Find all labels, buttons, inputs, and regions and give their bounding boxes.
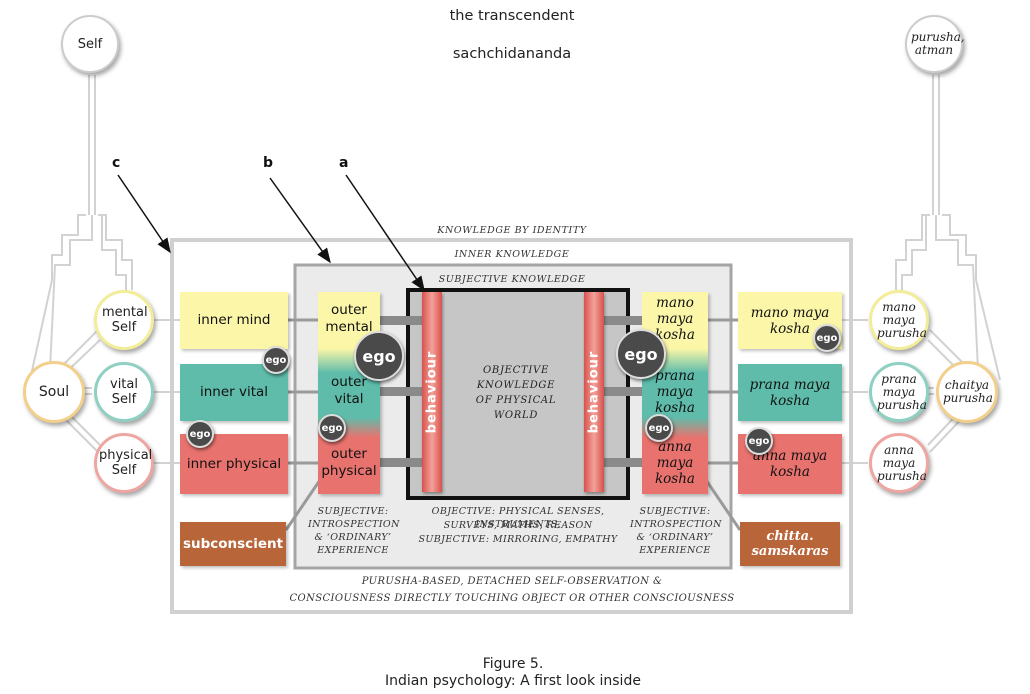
ego-kosha-large: ego: [616, 329, 666, 379]
physical-self-label: physical Self: [99, 448, 153, 478]
inner-prana-maya-kosha-label: prana maya kosha: [655, 368, 695, 416]
mental-self-circle: mental Self: [94, 290, 154, 350]
ego-kosha-vital: ego: [645, 414, 673, 442]
ego-outer-large-label: ego: [362, 346, 396, 366]
vital-self-circle: vital Self: [94, 362, 154, 422]
chaitya-purusha-label: chaitya purusha: [943, 378, 993, 405]
arrow-c: [117, 174, 171, 254]
chitta-samskaras-label: chitta. samskaras: [751, 529, 829, 559]
objective-knowledge-label: Objective knowledge of physical world: [475, 365, 557, 421]
ego-inner-mind-label: ego: [265, 354, 287, 366]
behaviour-bar-left: behaviour: [422, 292, 442, 492]
inner-vital-box: inner vital: [180, 364, 288, 421]
objective-note-line2: surveys, maths, reason: [443, 520, 593, 531]
inner-anna-maya-kosha-label: anna maya kosha: [655, 439, 695, 487]
bottom-note-line1: Purusha-based, detached self-observation…: [361, 576, 663, 587]
mental-self-label: mental Self: [102, 305, 148, 335]
anna-maya-purusha-circle: anna maya purusha: [869, 433, 929, 493]
behaviour-left-label: behaviour: [424, 350, 440, 434]
objective-note-line1: Objective: physical senses, instruments,: [431, 506, 605, 530]
inner-connectors: [284, 318, 742, 531]
purusha-atman-circle: purusha, atman: [905, 15, 965, 73]
inner-vital-label: inner vital: [199, 384, 269, 400]
left-subjective-note: Subjective: introspection & ‘ordinary’ e…: [308, 506, 400, 556]
behaviour-connectors: [380, 316, 642, 467]
outer-mental-label: outer mental: [325, 302, 373, 335]
ego-kosha-large-label: ego: [624, 344, 658, 364]
mano-maya-kosha-label: mano maya kosha: [750, 304, 830, 337]
ego-outer-vital-label: ego: [321, 422, 343, 434]
outer-vital-label: outer vital: [331, 374, 367, 407]
ego-anna-maya-kosha: ego: [745, 427, 773, 455]
behaviour-bar-right: behaviour: [584, 292, 604, 492]
mano-maya-purusha-label: mano maya purusha: [877, 299, 927, 340]
self-circle: Self: [61, 15, 119, 73]
prana-maya-purusha-label: prana maya purusha: [877, 371, 927, 412]
prana-maya-kosha-label: prana maya kosha: [749, 376, 831, 409]
figure-number: Figure 5.: [482, 656, 544, 672]
label-a: a: [339, 155, 349, 171]
ego-outer-large: ego: [354, 331, 404, 381]
transcendent-label: the transcendent: [449, 8, 575, 24]
bottom-note-line2: consciousness directly touching object o…: [289, 593, 735, 604]
ego-mano-maya-kosha: ego: [813, 324, 841, 352]
subconscient-label: subconscient: [182, 536, 284, 552]
chaitya-purusha-circle: chaitya purusha: [936, 361, 998, 423]
ego-inner-mind: ego: [262, 346, 290, 374]
inner-physical-box: inner physical: [180, 434, 288, 494]
ego-kosha-vital-label: ego: [648, 422, 670, 434]
prana-maya-purusha-circle: prana maya purusha: [869, 362, 929, 422]
mano-maya-purusha-circle: mano maya purusha: [869, 290, 929, 350]
behaviour-right-label: behaviour: [586, 350, 602, 434]
right-subjective-note: Subjective: introspection & ‘ordinary’ e…: [630, 506, 722, 556]
ego-inner-physical-label: ego: [189, 428, 211, 440]
ego-inner-physical: ego: [186, 420, 214, 448]
physical-self-circle: physical Self: [94, 433, 154, 493]
arrow-a: [345, 174, 425, 292]
label-b: b: [263, 155, 274, 171]
ego-mano-maya-kosha-label: ego: [816, 332, 838, 344]
inner-knowledge-label: Inner knowledge: [454, 249, 570, 260]
sachchidananda-label: sachchidananda: [452, 46, 572, 62]
label-c: c: [112, 155, 121, 171]
soul-circle: Soul: [23, 361, 85, 423]
inner-mind-label: inner mind: [197, 312, 271, 328]
ego-anna-maya-kosha-label: ego: [748, 435, 770, 447]
inner-mind-box: inner mind: [180, 292, 288, 349]
inner-mano-maya-kosha-label: mano maya kosha: [655, 295, 695, 343]
soul-label: Soul: [38, 383, 70, 400]
knowledge-by-identity-label: Knowledge by identity: [437, 225, 587, 236]
kosha-column: [642, 292, 708, 494]
anna-maya-kosha-label: anna maya kosha: [752, 448, 828, 480]
self-label: Self: [77, 36, 103, 52]
prana-maya-kosha-box: prana maya kosha: [738, 364, 842, 421]
objective-note-line3: Subjective: mirroring, empathy: [418, 534, 618, 545]
purusha-atman-label: purusha, atman: [911, 30, 965, 57]
ego-outer-vital: ego: [318, 414, 346, 442]
subconscient-box: subconscient: [180, 522, 286, 566]
vital-self-label: vital Self: [110, 377, 138, 407]
mano-maya-kosha-box: mano maya kosha: [738, 292, 842, 349]
arrow-b: [269, 177, 331, 264]
subjective-knowledge-label: Subjective knowledge: [438, 274, 586, 285]
inner-physical-label: inner physical: [186, 455, 282, 472]
anna-maya-purusha-label: anna maya purusha: [877, 442, 927, 483]
frame-knowledge-by-identity: [170, 238, 853, 614]
outer-physical-label: outer physical: [321, 446, 377, 479]
outer-column: [318, 292, 380, 494]
figure-title: Indian psychology: A first look inside: [385, 673, 641, 689]
chitta-samskaras-box: chitta. samskaras: [740, 522, 840, 566]
